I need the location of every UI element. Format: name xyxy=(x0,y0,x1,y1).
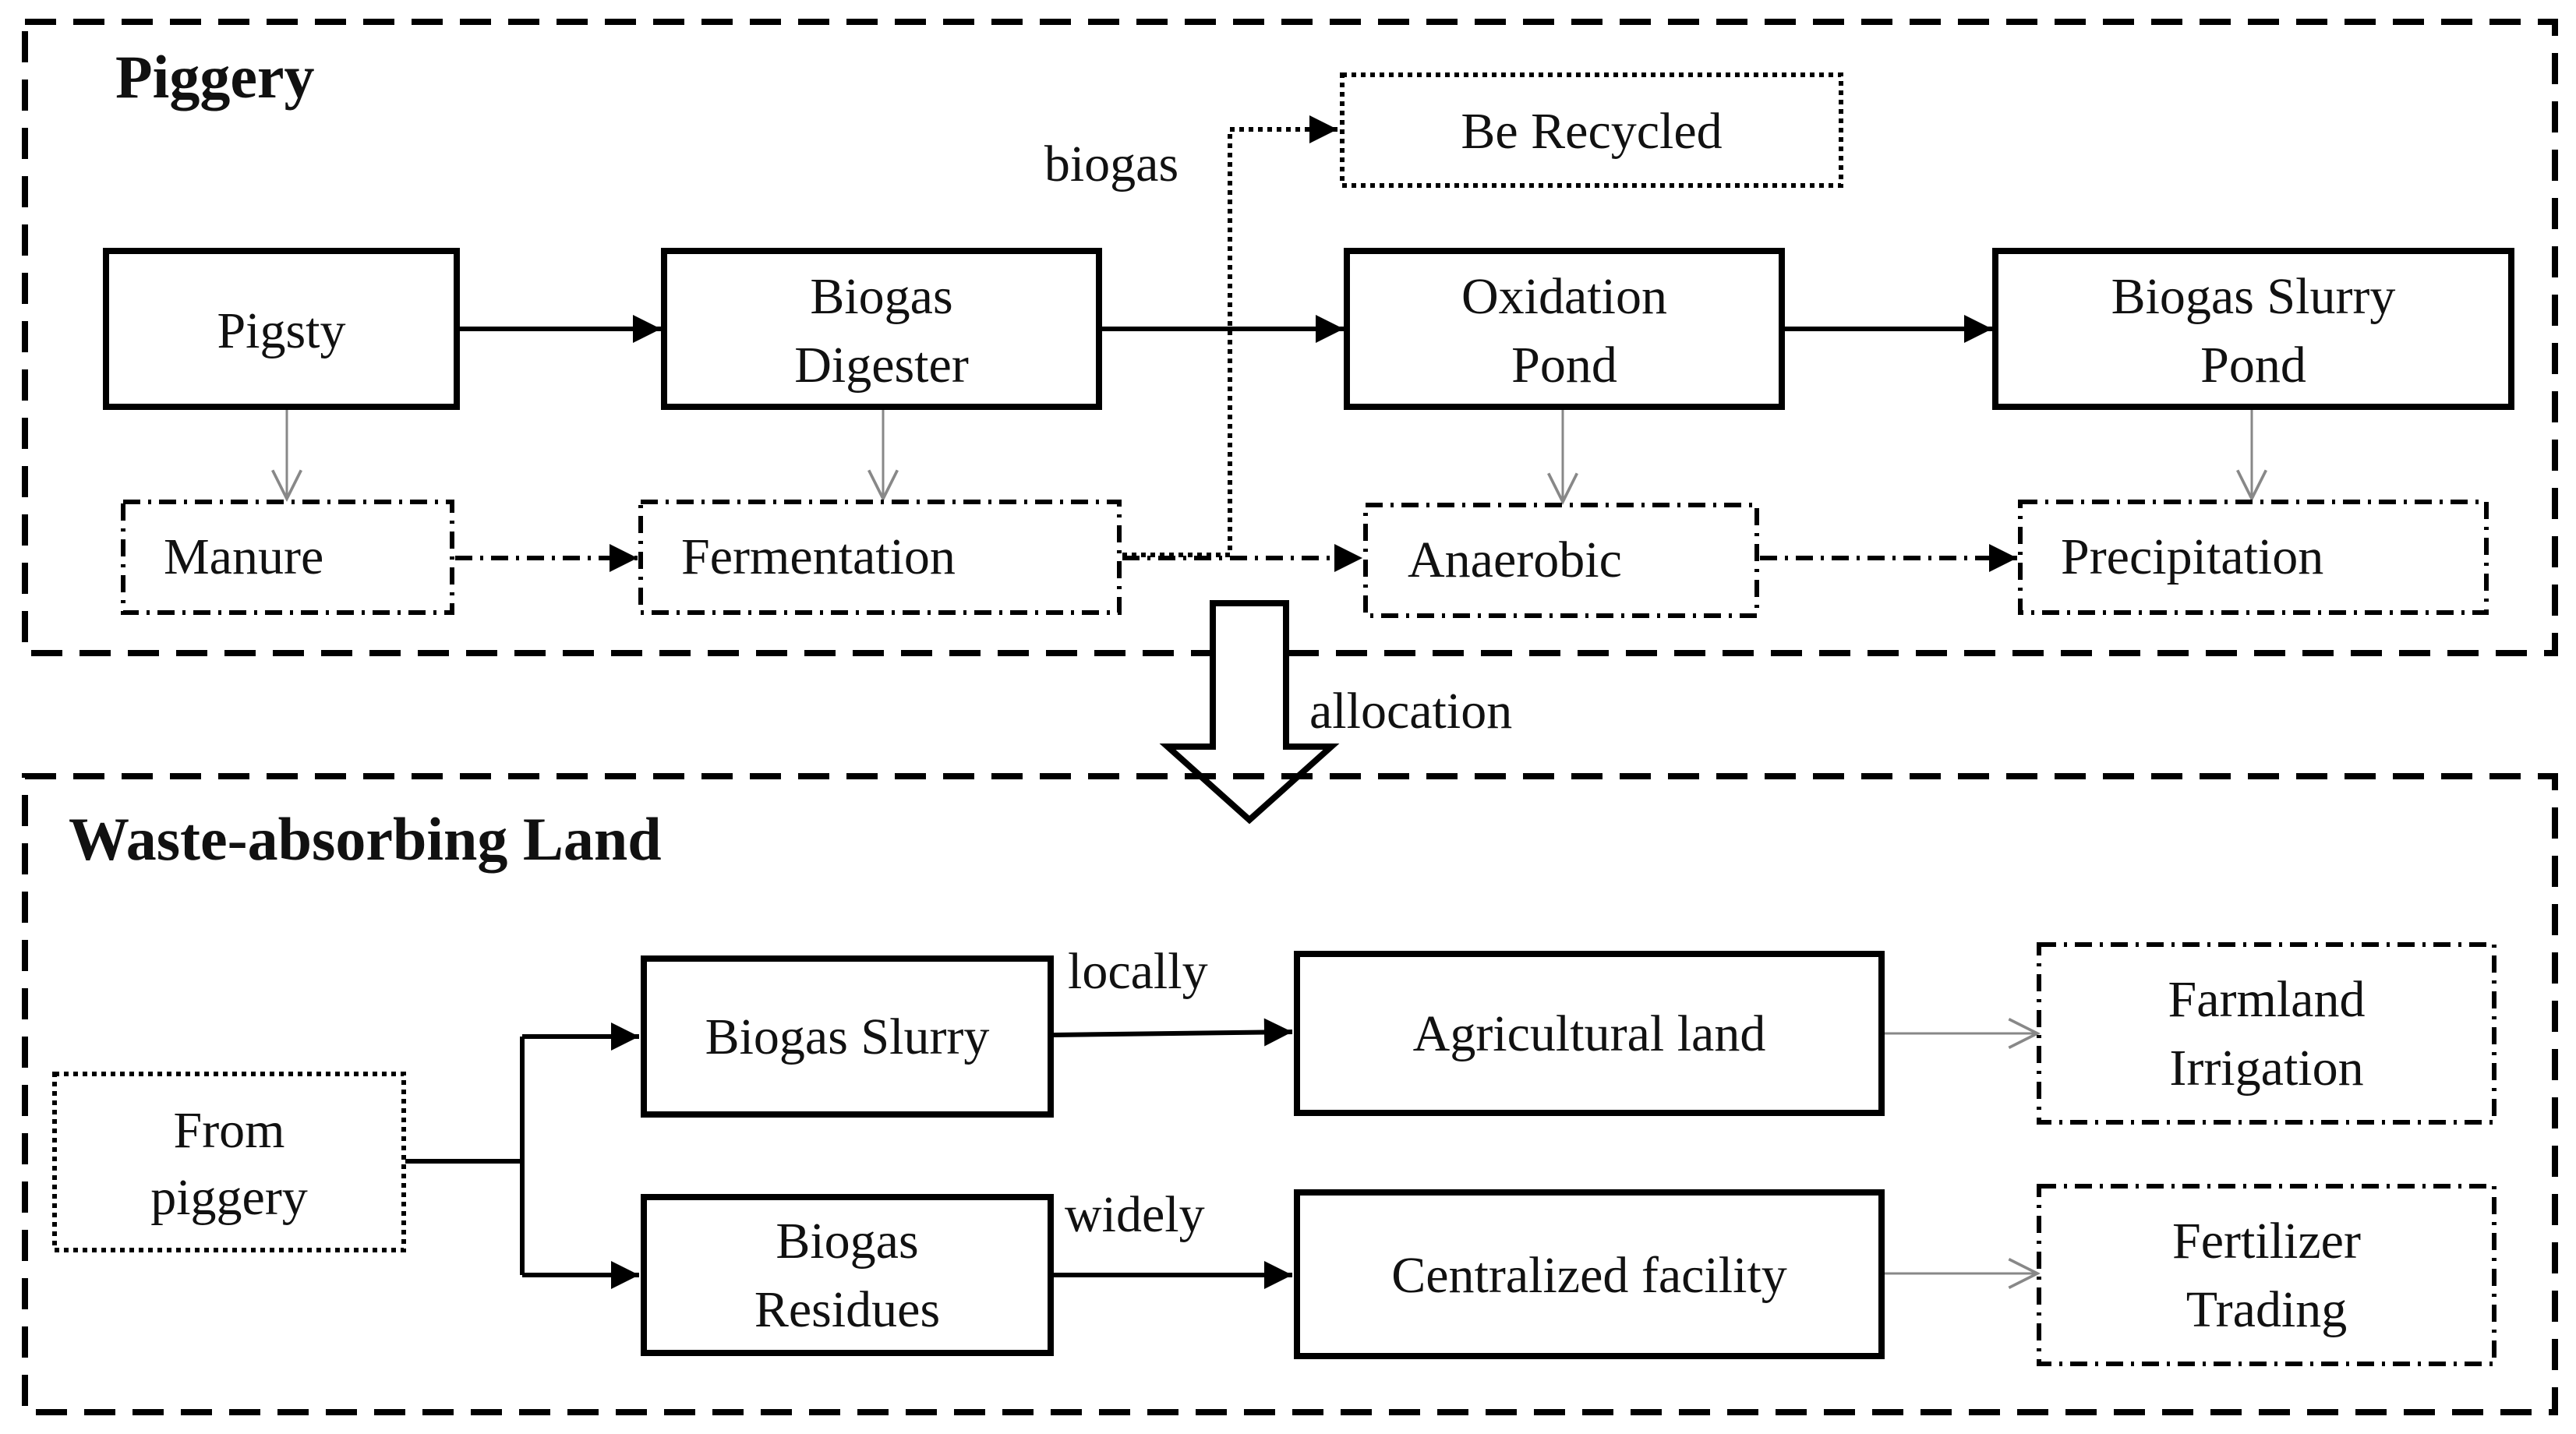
piggery-title: Piggery xyxy=(115,43,315,111)
be-recycled-box xyxy=(1340,72,1843,188)
biogas-residues-label-line2: Residues xyxy=(754,1281,940,1338)
oxidation-pond-label-line2: Pond xyxy=(1511,337,1617,394)
biogas-digester-label-line2: Digester xyxy=(794,337,969,394)
fertilizer-trading-label-line2: Trading xyxy=(2186,1281,2348,1338)
manure-label: Manure xyxy=(164,528,323,585)
fertilizer-trading-label-line1: Fertilizer xyxy=(2172,1213,2361,1270)
pigsty-box xyxy=(103,248,460,410)
land-title: Waste-absorbing Land xyxy=(69,805,662,873)
oxidation-pond-box xyxy=(1344,248,1785,410)
centralized-facility-label: Centralized facility xyxy=(1391,1247,1787,1304)
biogas-slurry-pond-label-line2: Pond xyxy=(2200,337,2306,394)
from-piggery-label-line2: piggery xyxy=(150,1169,308,1226)
centralized-facility-box xyxy=(1294,1189,1885,1359)
manure-box xyxy=(121,500,454,615)
anaerobic-box xyxy=(1363,503,1759,618)
branch-connector xyxy=(405,1037,525,1275)
allocation-label: allocation xyxy=(1309,683,1512,740)
fermentation-box xyxy=(638,500,1122,615)
locally-label: locally xyxy=(1068,943,1208,1000)
be-recycled-label: Be Recycled xyxy=(1461,103,1722,160)
farmland-irrigation-label-line1: Farmland xyxy=(2168,971,2366,1028)
biogas-slurry-pond-box xyxy=(1992,248,2514,410)
biogas-slurry-label: Biogas Slurry xyxy=(705,1008,990,1065)
precipitation-label: Precipitation xyxy=(2061,528,2323,585)
biogas-label: biogas xyxy=(1044,136,1178,192)
agricultural-land-box xyxy=(1294,951,1885,1116)
farmland-irrigation-box xyxy=(2037,942,2496,1125)
arrow-slurry-to-agricultural xyxy=(1053,1018,1293,1047)
biogas-slurry-pond-label-line1: Biogas Slurry xyxy=(2111,268,2396,325)
anaerobic-label: Anaerobic xyxy=(1408,532,1622,588)
land-section-border xyxy=(22,773,2558,1415)
allocation-arrow xyxy=(1159,600,1340,825)
oxidation-pond-label-line1: Oxidation xyxy=(1461,268,1667,325)
biogas-digester-label-line1: Biogas xyxy=(810,268,952,325)
biogas-digester-box xyxy=(661,248,1102,410)
piggery-section-border xyxy=(22,19,2558,656)
biogas-recycle-arrow xyxy=(1122,115,1337,557)
agricultural-land-label: Agricultural land xyxy=(1413,1005,1766,1062)
fermentation-label: Fermentation xyxy=(681,528,956,585)
biogas-residues-box xyxy=(641,1194,1054,1356)
fertilizer-trading-box xyxy=(2037,1184,2496,1366)
biogas-slurry-box xyxy=(641,955,1054,1118)
farmland-irrigation-label-line2: Irrigation xyxy=(2169,1040,2363,1097)
pigsty-label: Pigsty xyxy=(217,302,345,359)
from-piggery-label-line1: From xyxy=(173,1102,284,1159)
widely-label: widely xyxy=(1065,1186,1205,1243)
biogas-residues-label-line1: Biogas xyxy=(776,1213,918,1270)
